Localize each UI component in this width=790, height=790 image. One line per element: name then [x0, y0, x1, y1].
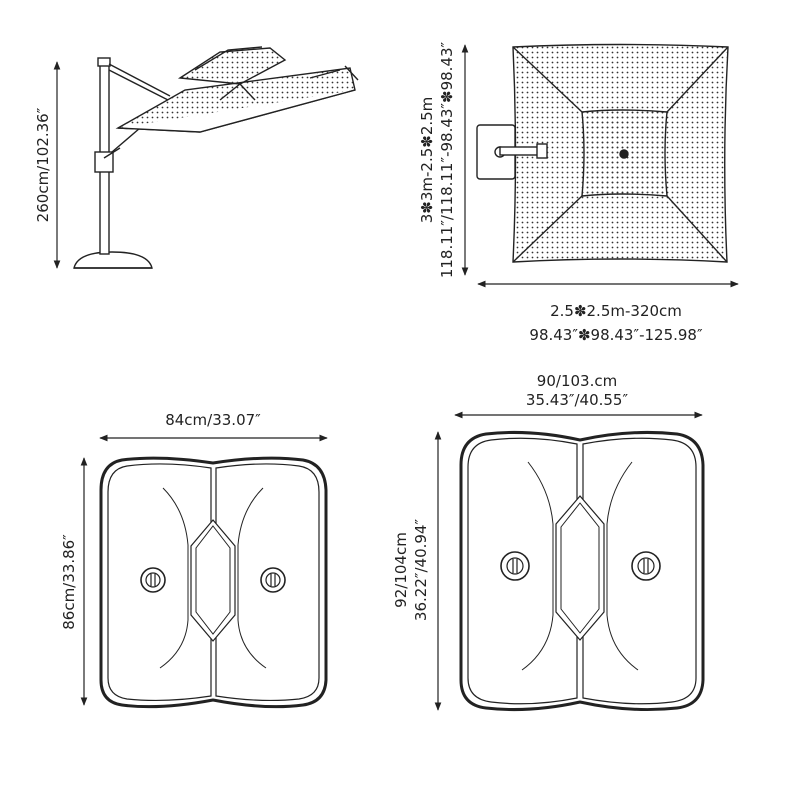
top-depth-label-inches: 118.11″/118.11″-98.43″✽98.43″	[438, 41, 456, 278]
small-base-width-label: 84cm/33.07″	[165, 411, 261, 429]
large-base-width-label: 90/103.cm	[537, 372, 617, 390]
top-width-label: 2.5✽2.5m-320cm	[550, 302, 682, 320]
top-depth-label: 3✽3m-2.5✽2.5m	[418, 97, 436, 224]
small-base: 84cm/33.07″ 86cm/33.86″	[60, 411, 328, 709]
small-base-height-label: 86cm/33.86″	[60, 534, 78, 630]
side-view-umbrella: 260cm/102.36″	[34, 46, 359, 269]
umbrella-top-illustration	[476, 43, 729, 263]
umbrella-side-illustration	[73, 46, 359, 269]
large-base-height-label: 92/104cm	[392, 532, 410, 608]
side-height-label: 260cm/102.36″	[34, 107, 52, 222]
large-base-height-label-inches: 36.22″/40.94″	[412, 519, 430, 622]
large-base: 90/103.cm 35.43″/40.55″ 92/104cm 36.22″/…	[392, 372, 705, 712]
top-view-umbrella: 3✽3m-2.5✽2.5m 118.11″/118.11″-98.43″✽98.…	[418, 41, 739, 344]
large-base-illustration	[459, 430, 705, 712]
top-width-label-inches: 98.43″✽98.43″-125.98″	[529, 326, 703, 344]
large-base-width-label-inches: 35.43″/40.55″	[526, 391, 629, 409]
small-base-illustration	[99, 456, 328, 709]
